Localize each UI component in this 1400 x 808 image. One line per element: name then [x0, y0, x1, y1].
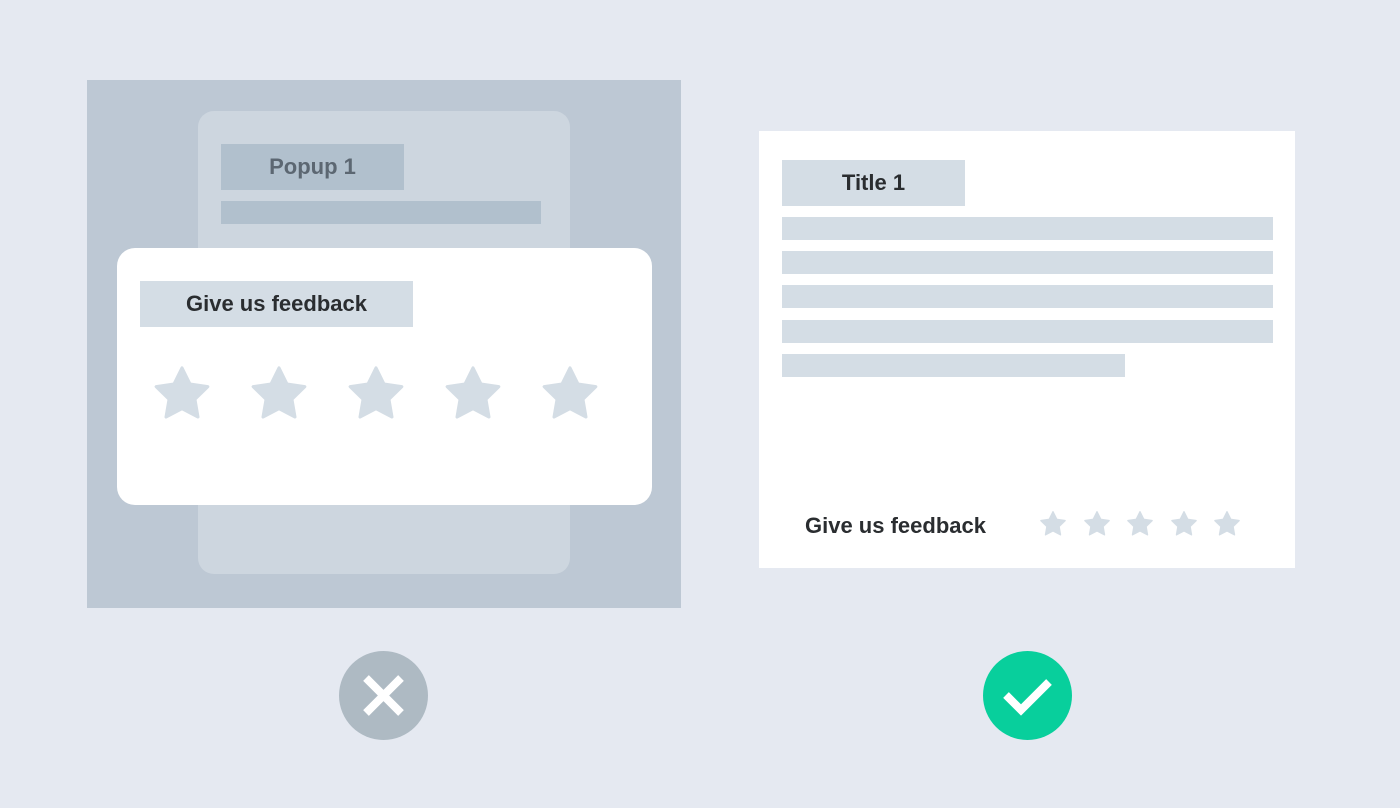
page-title: Title 1: [782, 160, 965, 206]
text-line-placeholder: [782, 354, 1125, 377]
star-icon[interactable]: [1169, 510, 1199, 539]
star-icon[interactable]: [1212, 510, 1242, 539]
star-icon[interactable]: [344, 364, 408, 426]
star-icon[interactable]: [1125, 510, 1155, 539]
star-icon[interactable]: [247, 364, 311, 426]
text-line-placeholder: [782, 217, 1273, 240]
checkmark-icon: [983, 651, 1072, 740]
text-line-placeholder: [782, 251, 1273, 274]
cross-icon: [339, 651, 428, 740]
star-icon[interactable]: [1038, 510, 1068, 539]
text-line-placeholder: [782, 320, 1273, 343]
feedback-popup-title: Give us feedback: [140, 281, 413, 327]
background-popup-title: Popup 1: [221, 144, 404, 190]
star-icon[interactable]: [441, 364, 505, 426]
text-line-placeholder: [782, 285, 1273, 308]
background-popup-text-placeholder: [221, 201, 541, 224]
feedback-popup-star-rating: [150, 364, 602, 426]
star-icon[interactable]: [150, 364, 214, 426]
inline-feedback-label: Give us feedback: [805, 513, 986, 538]
star-icon[interactable]: [538, 364, 602, 426]
star-icon[interactable]: [1082, 510, 1112, 539]
inline-feedback-star-rating: [1038, 510, 1242, 539]
